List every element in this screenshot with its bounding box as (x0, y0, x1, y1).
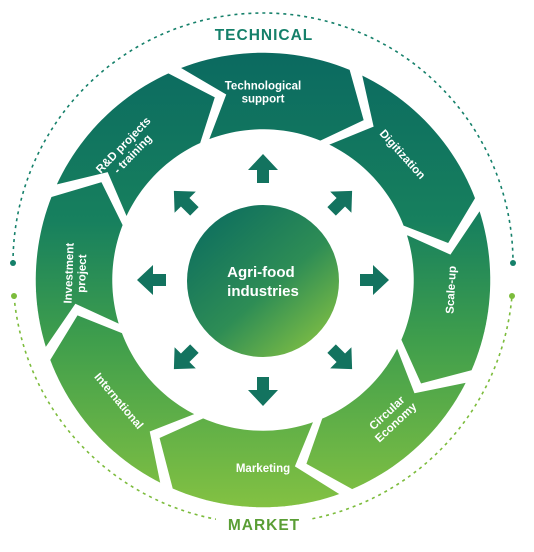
direction-arrows (137, 154, 389, 406)
technical-arc-end-dot-right (510, 260, 516, 266)
hub-circle (187, 205, 339, 357)
arrow-right-icon (360, 265, 389, 295)
arrow-left-icon (137, 265, 166, 295)
market-label: MARKET (228, 517, 300, 534)
technical-arc-end-dot-left (10, 260, 16, 266)
arrow-down-left-icon (173, 344, 199, 370)
segment-label-marketing-line-1: Marketing (236, 463, 290, 475)
arrow-up-right-icon (327, 190, 353, 216)
ring-segments (34, 51, 492, 509)
market-dashed-arc (13, 295, 513, 525)
segment-label-scale-up-line-1: Scale-up (444, 266, 458, 314)
market-label-backing (216, 512, 312, 536)
hub-label-line-1: Agri-food (227, 264, 294, 281)
arrow-up-icon (248, 154, 278, 183)
technical-label-backing (205, 22, 323, 46)
segment-label-investment-project: Investmentproject (63, 242, 90, 304)
segment-label-technological-support-line-1: Technological (225, 81, 301, 93)
arrow-down-right-icon (327, 344, 353, 370)
segment-label-marketing: Marketing (236, 463, 290, 475)
technical-dashed-arc (12, 12, 514, 264)
segment-label-investment-project-line-1: Investment (63, 242, 77, 303)
arrow-down-icon (248, 377, 278, 406)
arrow-up-left-icon (173, 190, 199, 216)
segment-label-technological-support-line-2: support (242, 94, 285, 106)
segment-label-investment-project-line-2: project (76, 254, 89, 293)
hub-label-line-2: industries (227, 283, 299, 300)
segment-label-scale-up: Scale-up (444, 266, 458, 314)
hub-label: Agri-food industries (227, 264, 299, 300)
market-arc-end-dot-left (11, 293, 17, 299)
technical-label: TECHNICAL (215, 27, 314, 44)
market-arc-end-dot-right (509, 293, 515, 299)
